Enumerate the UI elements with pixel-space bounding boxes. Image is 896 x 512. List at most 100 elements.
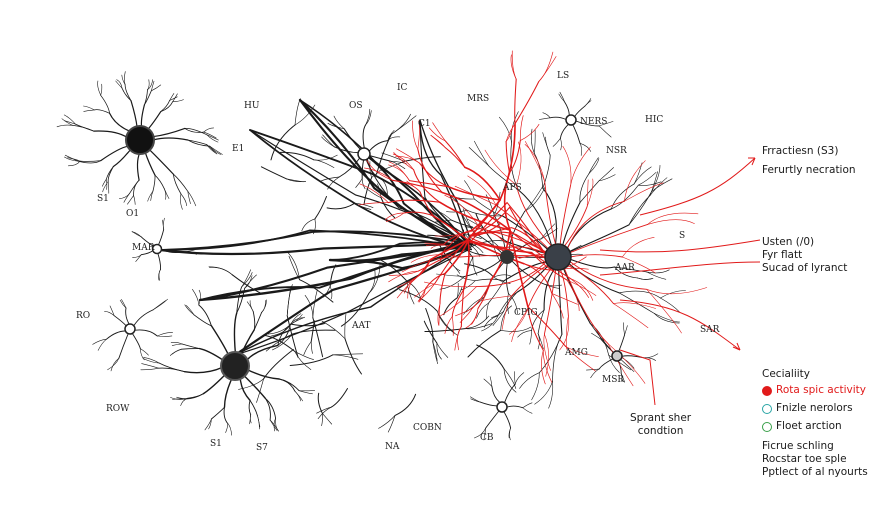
small-label: CB <box>480 433 494 443</box>
dendrite-branch <box>184 304 195 316</box>
dendrite-branch <box>500 326 532 332</box>
dendrite-branch <box>106 178 108 190</box>
dendrite-branch <box>223 377 233 408</box>
dendrite-branch <box>152 174 156 192</box>
dendrite-branch <box>125 307 130 325</box>
dendrite-branch <box>238 378 264 390</box>
dendrite-branch <box>432 341 439 365</box>
dendrite-branch <box>579 143 592 152</box>
dendrite-branch <box>252 310 256 331</box>
dendrite-branch <box>479 401 498 407</box>
dendrite-branch <box>519 115 524 141</box>
dendrite-branch <box>83 105 95 111</box>
dendrite-branch <box>340 292 370 327</box>
legend-note: Ficrue schling <box>762 439 834 452</box>
dendrite-branch <box>618 334 626 352</box>
dendrite-branch <box>179 193 183 210</box>
dendrite-branch <box>246 369 280 380</box>
dendrite-branch <box>444 140 466 168</box>
dendrite-branch <box>157 252 161 270</box>
dendrite-branch <box>481 315 499 332</box>
dendrite-branch <box>140 348 145 361</box>
dendrite-branch <box>321 412 323 427</box>
dendrite-branch <box>104 311 115 316</box>
dendrite-branch <box>456 286 463 299</box>
dendrite-branch <box>291 329 336 335</box>
dendrite-branch <box>288 255 300 281</box>
dendrite-branch <box>329 285 333 300</box>
small-label: COBN <box>413 423 442 433</box>
dendrite-branch <box>483 315 499 328</box>
dendrite-branch <box>505 262 509 294</box>
dendrite-branch <box>312 317 324 358</box>
dendrite-branch <box>569 254 623 258</box>
small-label: S1 <box>97 194 109 204</box>
small-label: AAT <box>351 321 371 331</box>
dendrite-branch <box>469 236 549 256</box>
dendrite-branch <box>323 285 331 298</box>
dendrite-branch <box>392 161 406 170</box>
dendrite-branch <box>549 116 567 120</box>
dendrite-branch <box>184 128 208 136</box>
dendrite-branch <box>198 304 212 327</box>
dendrite-branch <box>436 342 442 360</box>
dendrite-branch <box>544 333 549 377</box>
small-label: MRS <box>467 94 489 104</box>
dendrite-branch <box>566 200 625 250</box>
small-label: RO <box>76 311 90 321</box>
dendrite-branch <box>660 297 681 313</box>
dendrite-branch <box>209 145 223 155</box>
dendrite-branch <box>466 209 503 217</box>
dendrite-branch <box>130 100 138 128</box>
dendrite-branch <box>542 112 551 119</box>
dendrite-branch <box>394 393 417 416</box>
dendrite-branch <box>249 300 254 312</box>
dendrite-branch <box>401 256 461 273</box>
dendrite-branch <box>574 105 586 117</box>
dendrite-branch <box>248 399 252 416</box>
dendrite-branch <box>170 348 182 356</box>
dendrite-branch <box>93 109 110 114</box>
dendrite-branch <box>570 278 594 301</box>
dendrite-branch <box>538 51 554 82</box>
dendrite-branch <box>107 357 120 371</box>
dendrite-branch <box>172 93 178 102</box>
dendrite-branch <box>344 313 347 340</box>
dendrite-branch <box>365 108 371 126</box>
dendrite-branch <box>263 349 294 380</box>
dendrite-branch <box>568 260 648 290</box>
dendrite-branch <box>127 195 134 205</box>
dendrite-branch <box>488 165 519 191</box>
label-msr: MSR <box>602 375 624 385</box>
dendrite-branch <box>388 161 410 181</box>
dendrite-branch <box>514 78 517 125</box>
dendrite-branch <box>186 393 204 399</box>
dendrite-branch <box>162 217 165 230</box>
dendrite-branch <box>410 254 461 263</box>
dendrite-branch <box>257 415 260 430</box>
dendrite-branch <box>369 161 373 178</box>
dendrite-branch <box>186 305 195 316</box>
dendrite-branch <box>456 282 459 299</box>
dendrite-branch <box>97 338 107 351</box>
dendrite-branch <box>651 165 661 193</box>
dendrite-branch <box>586 179 589 207</box>
dendrite-branch <box>338 157 361 178</box>
dendrite-branch <box>388 270 419 276</box>
label-cpig: CPIG <box>514 308 538 318</box>
dendrite-branch <box>364 167 393 181</box>
dendrite-branch <box>209 145 221 155</box>
dendrite-branch <box>159 229 473 251</box>
dendrite-branch <box>131 332 141 350</box>
dendrite-branch <box>157 335 173 337</box>
dendrite-branch <box>598 121 614 127</box>
legend: Cecialiity Rota spic activity Fnizle ner… <box>762 368 868 479</box>
dendrite-branch <box>542 154 551 189</box>
dendrite-branch <box>206 134 219 141</box>
label-aar: AAR <box>614 263 635 273</box>
dendrite-branch <box>124 84 132 102</box>
dendrite-branch <box>459 307 473 323</box>
dendrite-branch <box>479 228 548 254</box>
dendrite-branch <box>206 134 219 143</box>
small-label: NSR <box>606 146 627 156</box>
